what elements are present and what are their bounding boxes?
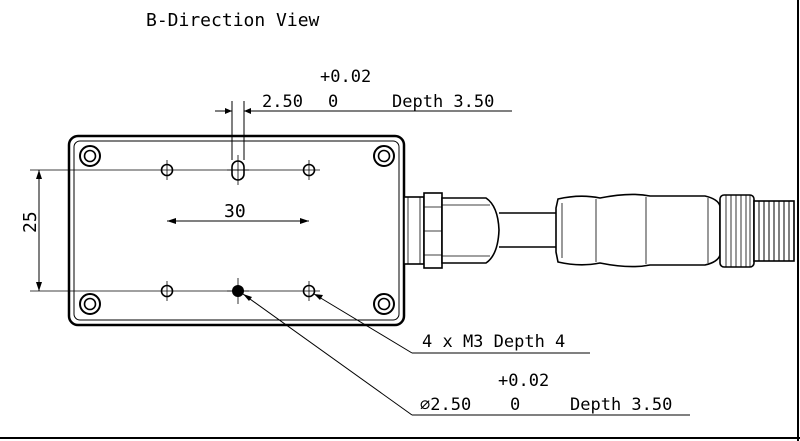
- corner-hole-top-right: [373, 145, 395, 167]
- pin-depth-value: Depth 3.50: [570, 395, 672, 415]
- slot-arrow-left: [225, 108, 232, 114]
- pin-upper-tolerance: +0.02: [498, 371, 549, 391]
- horizontal-spacing-value: 30: [224, 201, 246, 222]
- slot-arrow-right: [244, 108, 251, 114]
- vertical-spacing-value: 25: [20, 211, 41, 233]
- threaded-end: [753, 200, 795, 262]
- slot-lower-tolerance: 0: [328, 92, 338, 112]
- thread-leader-arrow: [314, 294, 323, 300]
- connector-overmold: [555, 193, 721, 268]
- m3-hole-bottom-right: [302, 284, 316, 298]
- corner-hole-bottom-left: [79, 293, 101, 315]
- slot-depth-value: Depth 3.50: [392, 92, 494, 112]
- callout-leaders: [242, 293, 690, 416]
- vertical-arrow-top: [36, 170, 42, 179]
- cable: [499, 212, 556, 248]
- horizontal-arrow-right: [300, 218, 309, 224]
- slot-width-value: 2.50: [262, 92, 303, 112]
- corner-hole-bottom-right: [373, 293, 395, 315]
- hole-centerlines: [30, 155, 320, 304]
- housing-inner-edge: [73, 140, 400, 321]
- thread-callout-text: 4 x M3 Depth 4: [422, 332, 565, 352]
- pin-hole: [232, 285, 244, 297]
- cable-gland: [403, 192, 500, 269]
- view-title: B-Direction View: [146, 10, 320, 31]
- vertical-arrow-bottom: [36, 282, 42, 291]
- corner-hole-top-left: [79, 145, 101, 167]
- pin-lower-tolerance: 0: [510, 395, 520, 415]
- pin-diameter-value: ⌀2.50: [420, 395, 471, 415]
- m3-hole-bottom-left: [160, 284, 174, 298]
- pin-leader-arrow: [243, 294, 252, 301]
- slot-upper-tolerance: +0.02: [320, 67, 371, 87]
- knurled-coupling-nut: [719, 194, 755, 268]
- m3-hole-top-left: [160, 163, 174, 177]
- horizontal-arrow-left: [167, 218, 176, 224]
- oblong-slot: [231, 160, 245, 181]
- m3-hole-top-right: [302, 163, 316, 177]
